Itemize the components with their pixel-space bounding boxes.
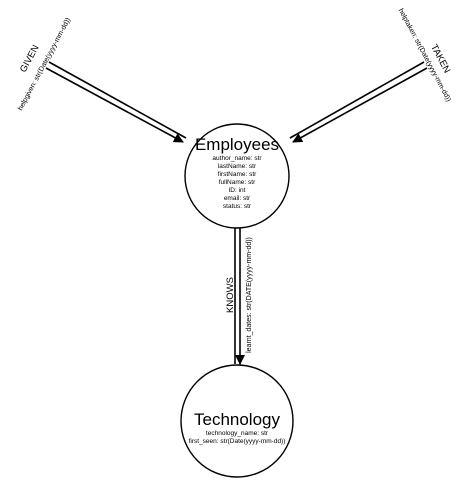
relationship-knows: KNOWS learnt_dates: str(DATE(yyyy-mm-dd)… [225,226,253,365]
employees-title: Employees [195,135,279,154]
employees-property: fullName: str [219,179,256,186]
taken-line-2 [292,67,428,143]
employees-property: ID: int [229,187,246,194]
technology-title: Technology [194,410,281,429]
given-line-1 [48,61,187,139]
employees-property: lastName: str [218,163,257,170]
relationship-given: GIVEN helpgiven: str(Date(yyyy-mm-dd)) [17,17,187,143]
technology-property: technology_name: str [206,430,269,437]
technology-circle[interactable] [180,364,294,478]
given-line-2 [45,67,184,143]
employees-property: firstName: str [218,171,257,178]
node-technology[interactable]: Technology technology_name: str first_se… [180,364,294,478]
employees-property: author_name: str [212,155,262,162]
employees-property: status: str [223,203,252,210]
employees-property: email: str [224,195,251,202]
node-employees[interactable]: Employees author_name: str lastName: str… [184,123,290,229]
technology-property: first_seen: str(Date(yyyy-mm-dd)) [189,438,286,445]
employees-circle[interactable] [184,123,290,229]
relationship-taken: TAKEN helptaken: str(Date(yyyy-mm-dd)) [289,8,452,143]
knows-property-label: learnt_dates: str(DATE(yyyy-mm-dd)) [246,237,253,353]
taken-line-1 [289,61,425,139]
knows-type-label: KNOWS [225,277,236,313]
